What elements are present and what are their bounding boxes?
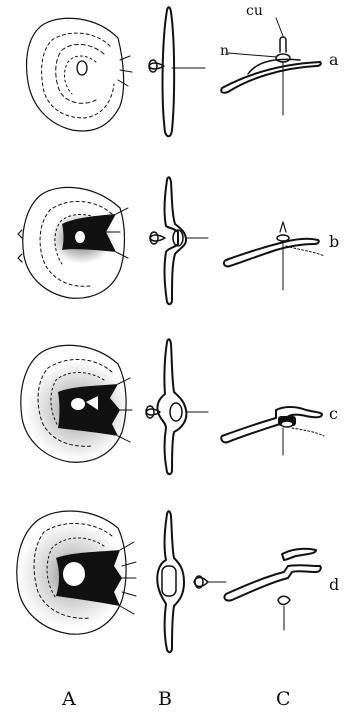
panel-A-row-c (21, 345, 132, 462)
panel-A-row-b (18, 187, 128, 298)
annotation-n: n (220, 43, 229, 59)
row-label-c: c (329, 404, 338, 423)
panel-C-row-a (221, 18, 321, 115)
panel-A-row-d (17, 511, 136, 634)
row-label-d: d (329, 575, 339, 594)
panel-C-row-c (221, 407, 324, 455)
column-label-C: C (276, 688, 291, 710)
row-label-a: a (329, 50, 339, 69)
panel-B-row-b (150, 177, 208, 304)
row-label-b: b (329, 232, 339, 251)
panel-A-row-a (27, 18, 132, 131)
panel-C-row-d (194, 549, 321, 630)
column-label-A: A (62, 688, 76, 710)
panel-B-row-a (149, 7, 205, 136)
panel-B-row-c (146, 339, 208, 474)
annotation-cu: cu (246, 3, 263, 19)
panel-C-row-b (224, 222, 324, 290)
panel-B-row-d (157, 511, 184, 652)
column-label-B: B (158, 688, 172, 710)
